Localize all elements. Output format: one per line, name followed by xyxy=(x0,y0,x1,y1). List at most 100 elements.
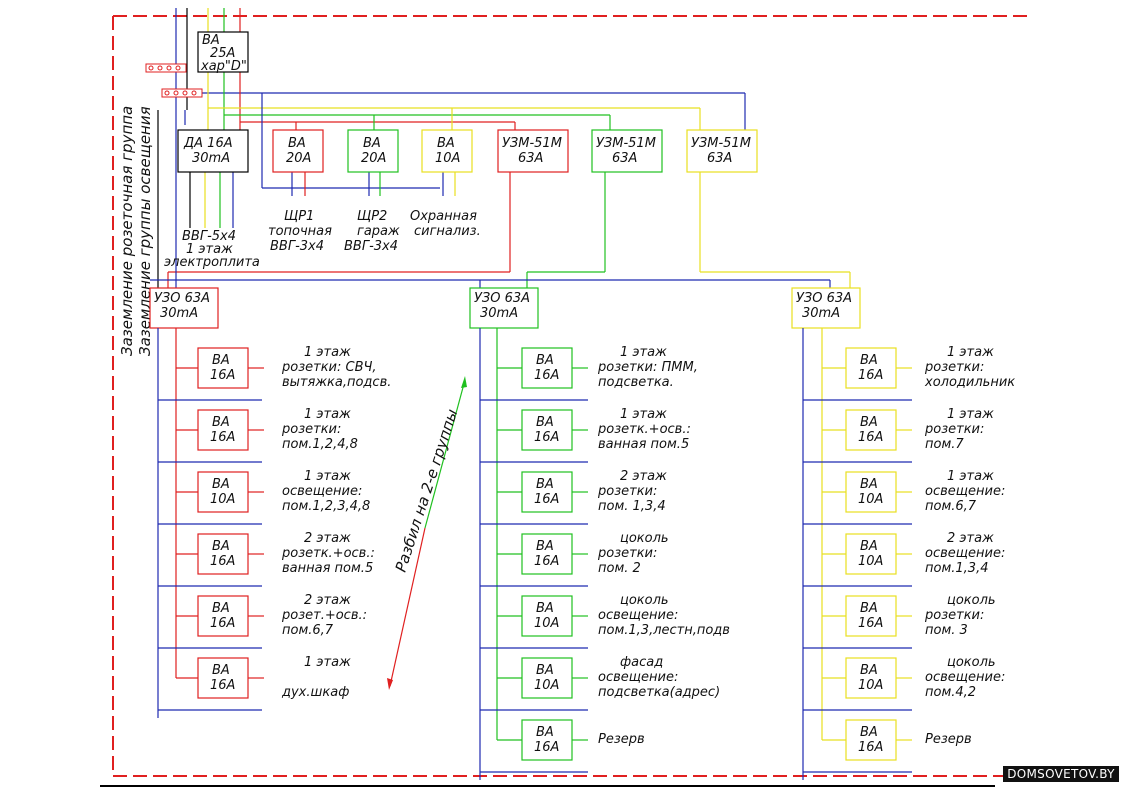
branch-breaker-type: BA xyxy=(536,353,554,368)
branch-breaker-type: BA xyxy=(212,477,230,492)
branch-breaker-type: BA xyxy=(536,539,554,554)
branch-breaker-type: BA xyxy=(860,663,878,678)
breaker-shr2: BA 20A xyxy=(347,129,399,173)
breaker-shr1-line-2: 20A xyxy=(286,151,311,166)
relay-red-line-2: 63А xyxy=(518,151,543,166)
branch-desc-line-1: 2 этаж xyxy=(947,531,994,546)
branch-desc-line-1: 2 этаж xyxy=(304,593,351,608)
branch-breaker xyxy=(845,471,897,513)
rcd-box xyxy=(791,287,861,329)
branch-breaker xyxy=(845,409,897,451)
branch-desc-line-1: 1 этаж xyxy=(304,407,351,422)
branch-desc-line-2: освещение: xyxy=(598,608,678,623)
rcd-box xyxy=(469,287,539,329)
branch-breaker xyxy=(845,533,897,575)
diff-breaker-line-1: ДА 16А xyxy=(183,136,233,151)
branch-desc-line-3: пом. 2 xyxy=(598,561,641,576)
branch-desc-line-1: фасад xyxy=(620,655,663,670)
branch-breaker xyxy=(197,657,249,699)
alarm-label: Охранная сигнализ. xyxy=(410,209,481,239)
branch-desc-line-2: освещение: xyxy=(598,670,678,685)
breaker-alarm: BA 10A xyxy=(421,129,473,173)
branch-desc-line-2: розетк.+осв.: xyxy=(281,546,375,561)
shr2-label: ЩР2 гараж ВВГ-3х4 xyxy=(344,209,400,254)
branch-desc-line-3: пом.1,2,4,8 xyxy=(282,437,358,452)
branch-desc-line-3: пом. 3 xyxy=(925,623,968,638)
relay-green-line-1: УЗМ-51М xyxy=(596,136,656,151)
branch-desc-line-3: ванная пом.5 xyxy=(598,437,689,452)
branch-breaker-type: BA xyxy=(212,415,230,430)
branch-breaker-type: BA xyxy=(860,353,878,368)
branch-desc-line-2: розетки: xyxy=(597,484,657,499)
breaker-shr1-line-1: BA xyxy=(288,136,306,151)
branch-breaker-rating: 10A xyxy=(858,678,883,693)
branch-desc-line-3: пом.6,7 xyxy=(925,499,977,514)
branch-breaker xyxy=(521,471,573,513)
branch-breaker-type: BA xyxy=(212,663,230,678)
branch-desc-line-1: 1 этаж xyxy=(304,469,351,484)
branch-breaker-rating: 16A xyxy=(210,616,235,631)
rcd-line-1: УЗО 63А xyxy=(154,291,210,306)
branch-desc-line-2: розетки: xyxy=(597,546,657,561)
branch-desc-line-3: ванная пом.5 xyxy=(282,561,373,576)
branch-desc-line-1: 1 этаж xyxy=(304,345,351,360)
branch-breaker-rating: 16A xyxy=(858,740,883,755)
branch-desc-line-2: розет.+осв.: xyxy=(281,608,367,623)
branch-desc-line-2: освещение: xyxy=(925,670,1005,685)
branch-breaker-rating: 16A xyxy=(210,368,235,383)
branch-desc-line-2: освещение: xyxy=(282,484,362,499)
branch-breaker-rating: 10A xyxy=(534,678,559,693)
rcd-line-2: 30mA xyxy=(480,306,518,321)
shr2-line-2: гараж xyxy=(357,224,400,239)
alarm-line-1: Охранная xyxy=(410,209,477,224)
branch-desc-line-3: подсветка(адрес) xyxy=(598,685,720,700)
main-breaker-line-3: хар"D" xyxy=(200,59,247,74)
branch-breaker xyxy=(197,347,249,389)
branch-breaker xyxy=(197,533,249,575)
branch-desc-line-2: розетки: СВЧ, xyxy=(281,360,377,375)
branch-breaker-type: BA xyxy=(536,477,554,492)
rcd-line-1: УЗО 63А xyxy=(474,291,530,306)
branch-desc-line-2: Резерв xyxy=(598,732,645,747)
branch-breaker xyxy=(845,719,897,761)
branch-breaker xyxy=(197,409,249,451)
branch-desc-line-3: пом.1,3,4 xyxy=(925,561,988,576)
branch-breaker-rating: 16A xyxy=(858,430,883,445)
branch-desc-line-1: цоколь xyxy=(947,655,996,670)
shr1-line-1: ЩР1 xyxy=(284,209,314,224)
rcd-line-1: УЗО 63А xyxy=(796,291,852,306)
split-note: Разбил на 2-е группы xyxy=(392,407,462,574)
branch-breaker-rating: 10A xyxy=(210,492,235,507)
branch-desc-line-2: розетки: xyxy=(924,608,984,623)
branch-breaker-rating: 16A xyxy=(534,740,559,755)
relay-green-line-2: 63А xyxy=(612,151,637,166)
stove-feed-label: ВВГ-5х4 1 этаж электроплита xyxy=(164,229,260,270)
branch-breaker-type: BA xyxy=(212,601,230,616)
branch-breaker-type: BA xyxy=(536,725,554,740)
branch-desc-line-1: 1 этаж xyxy=(947,345,994,360)
branch-desc-line-1: 1 этаж xyxy=(947,469,994,484)
branch-breaker xyxy=(197,471,249,513)
branch-desc-line-3: холодильник xyxy=(924,375,1015,390)
rcd-box xyxy=(149,287,219,329)
branch-desc-line-3: пом. 1,3,4 xyxy=(598,499,666,514)
branch-breaker-type: BA xyxy=(212,353,230,368)
shr1-label: ЩР1 топочная ВВГ-3х4 xyxy=(268,209,332,254)
branch-desc-line-1: 2 этаж xyxy=(304,531,351,546)
branch-desc-line-2: освещение: xyxy=(925,546,1005,561)
relay-yellow-line-1: УЗМ-51М xyxy=(691,136,751,151)
branch-desc-line-3: пом.1,3,лестн,подв xyxy=(598,623,730,638)
main-breaker: BA 25A хар"D" xyxy=(197,31,249,74)
relay-green: УЗМ-51М 63А xyxy=(591,129,663,173)
branch-desc-line-1: цоколь xyxy=(620,593,669,608)
breaker-alarm-line-1: BA xyxy=(437,136,455,151)
branch-desc-line-2: розетки: xyxy=(924,422,984,437)
